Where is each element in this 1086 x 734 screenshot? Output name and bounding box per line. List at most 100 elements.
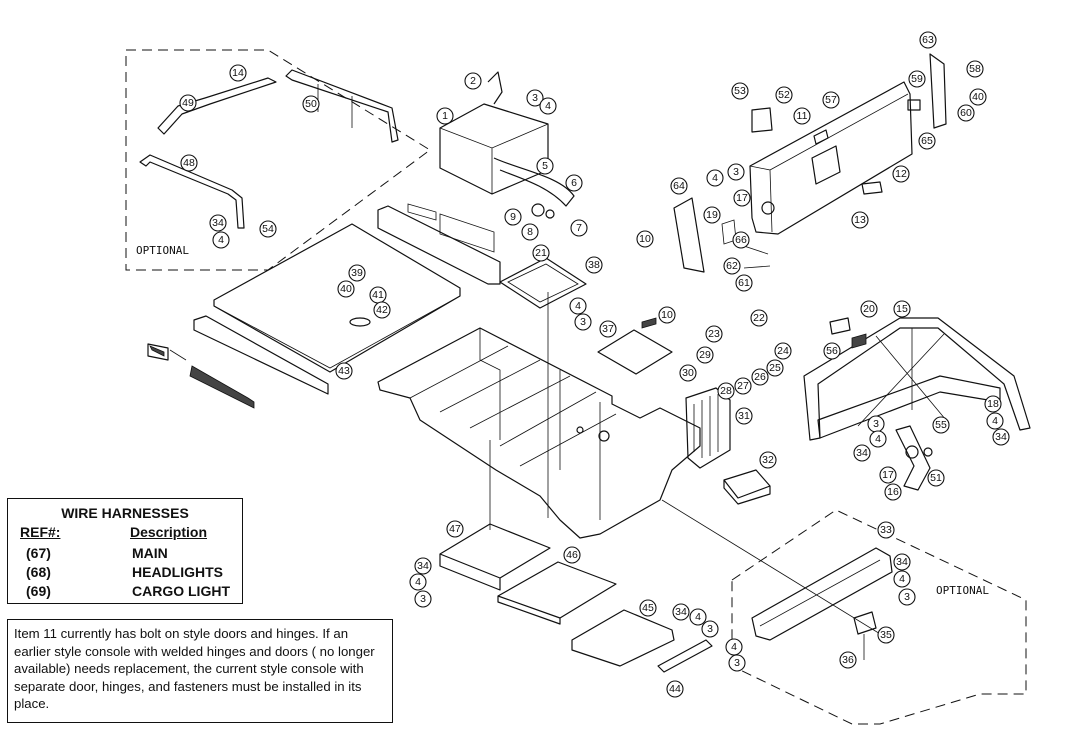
svg-text:31: 31 bbox=[738, 410, 750, 422]
svg-text:4: 4 bbox=[218, 234, 224, 246]
ref-column-header: REF#: bbox=[20, 524, 61, 540]
callout-3b: 3 bbox=[574, 313, 592, 331]
svg-text:34: 34 bbox=[212, 217, 224, 229]
callout-57: 57 bbox=[822, 91, 840, 109]
svg-text:4: 4 bbox=[899, 573, 905, 585]
svg-text:13: 13 bbox=[854, 214, 866, 226]
tank-part bbox=[439, 71, 575, 219]
callout-3c: 3 bbox=[727, 163, 745, 181]
callout-41: 41 bbox=[369, 286, 387, 304]
svg-text:22: 22 bbox=[753, 312, 765, 324]
callout-34c: 34 bbox=[992, 428, 1010, 446]
callout-35: 35 bbox=[877, 626, 895, 644]
callout-56: 56 bbox=[823, 342, 841, 360]
optional-label-top: OPTIONAL bbox=[136, 244, 189, 257]
svg-text:5: 5 bbox=[542, 160, 548, 172]
callout-15: 15 bbox=[893, 300, 911, 318]
svg-text:3: 3 bbox=[420, 593, 426, 605]
svg-text:17: 17 bbox=[736, 192, 748, 204]
callout-31: 31 bbox=[735, 407, 753, 425]
callout-37: 37 bbox=[599, 320, 617, 338]
callout-62: 62 bbox=[723, 257, 741, 275]
callout-9: 9 bbox=[504, 208, 522, 226]
svg-text:17: 17 bbox=[882, 469, 894, 481]
callout-4j: 4 bbox=[893, 570, 911, 588]
optional-label-bottom: OPTIONAL bbox=[936, 584, 989, 597]
callout-40: 40 bbox=[337, 280, 355, 298]
svg-text:3: 3 bbox=[580, 316, 586, 328]
callout-54: 54 bbox=[259, 220, 277, 238]
svg-text:24: 24 bbox=[777, 345, 789, 357]
svg-text:11: 11 bbox=[797, 110, 808, 122]
svg-text:4: 4 bbox=[731, 641, 737, 653]
svg-text:34: 34 bbox=[675, 606, 687, 618]
callout-47: 47 bbox=[446, 520, 464, 538]
svg-text:20: 20 bbox=[863, 303, 875, 315]
callout-48: 48 bbox=[180, 154, 198, 172]
svg-text:60: 60 bbox=[960, 107, 972, 119]
floor-panels bbox=[439, 523, 713, 673]
callout-50: 50 bbox=[302, 95, 320, 113]
callout-3h: 3 bbox=[898, 588, 916, 606]
svg-text:40: 40 bbox=[972, 91, 984, 103]
svg-text:36: 36 bbox=[842, 654, 854, 666]
callout-29: 29 bbox=[696, 346, 714, 364]
svg-text:21: 21 bbox=[535, 247, 547, 259]
rear-rack-part bbox=[803, 317, 1031, 491]
harness-ref: (68) bbox=[26, 564, 51, 580]
optional-bumper-area: OPTIONAL bbox=[731, 509, 1027, 725]
svg-text:25: 25 bbox=[769, 362, 781, 374]
svg-text:66: 66 bbox=[735, 234, 747, 246]
svg-text:3: 3 bbox=[532, 92, 538, 104]
callout-66: 66 bbox=[732, 231, 750, 249]
svg-text:48: 48 bbox=[183, 157, 195, 169]
callout-22: 22 bbox=[750, 309, 768, 327]
svg-text:2: 2 bbox=[470, 75, 476, 87]
svg-text:38: 38 bbox=[588, 259, 600, 271]
callout-59: 59 bbox=[908, 70, 926, 88]
svg-text:50: 50 bbox=[305, 98, 317, 110]
wire-harness-table: WIRE HARNESSES REF#: Description (67) MA… bbox=[7, 498, 243, 604]
callout-64: 64 bbox=[670, 177, 688, 195]
svg-text:34: 34 bbox=[995, 431, 1007, 443]
svg-text:26: 26 bbox=[754, 371, 766, 383]
callout-34b: 34 bbox=[853, 444, 871, 462]
callout-4b: 4 bbox=[212, 231, 230, 249]
callout-labels: 1 2 3 4 5 6 7 8 9 10 11 12 13 14 15 16 1… bbox=[179, 31, 1010, 698]
callout-36: 36 bbox=[839, 651, 857, 669]
svg-text:44: 44 bbox=[669, 683, 681, 695]
callout-18: 18 bbox=[984, 395, 1002, 413]
chassis-frame bbox=[377, 292, 891, 641]
svg-text:27: 27 bbox=[737, 380, 749, 392]
svg-text:8: 8 bbox=[527, 226, 533, 238]
harness-ref: (69) bbox=[26, 583, 51, 599]
callout-51: 51 bbox=[927, 469, 945, 487]
svg-text:49: 49 bbox=[182, 97, 194, 109]
callout-3: 3 bbox=[526, 89, 544, 107]
callout-49: 49 bbox=[179, 94, 197, 112]
callout-55: 55 bbox=[932, 416, 950, 434]
svg-text:34: 34 bbox=[896, 556, 908, 568]
callout-65: 65 bbox=[918, 132, 936, 150]
callout-4c: 4 bbox=[569, 297, 587, 315]
svg-text:23: 23 bbox=[708, 328, 720, 340]
callout-4g: 4 bbox=[409, 573, 427, 591]
svg-text:3: 3 bbox=[734, 657, 740, 669]
callout-33: 33 bbox=[877, 521, 895, 539]
callout-21: 21 bbox=[532, 244, 550, 262]
harness-desc: MAIN bbox=[132, 545, 168, 561]
svg-text:55: 55 bbox=[935, 419, 947, 431]
svg-text:29: 29 bbox=[699, 349, 711, 361]
callout-28: 28 bbox=[717, 382, 735, 400]
callout-4d: 4 bbox=[706, 169, 724, 187]
callout-17: 17 bbox=[733, 189, 751, 207]
svg-text:4: 4 bbox=[992, 415, 998, 427]
callout-44: 44 bbox=[666, 680, 684, 698]
bed-floor-part bbox=[147, 203, 501, 409]
svg-text:4: 4 bbox=[575, 300, 581, 312]
svg-text:10: 10 bbox=[661, 309, 673, 321]
callout-63: 63 bbox=[919, 31, 937, 49]
svg-text:53: 53 bbox=[734, 85, 746, 97]
harness-desc: HEADLIGHTS bbox=[132, 564, 223, 580]
